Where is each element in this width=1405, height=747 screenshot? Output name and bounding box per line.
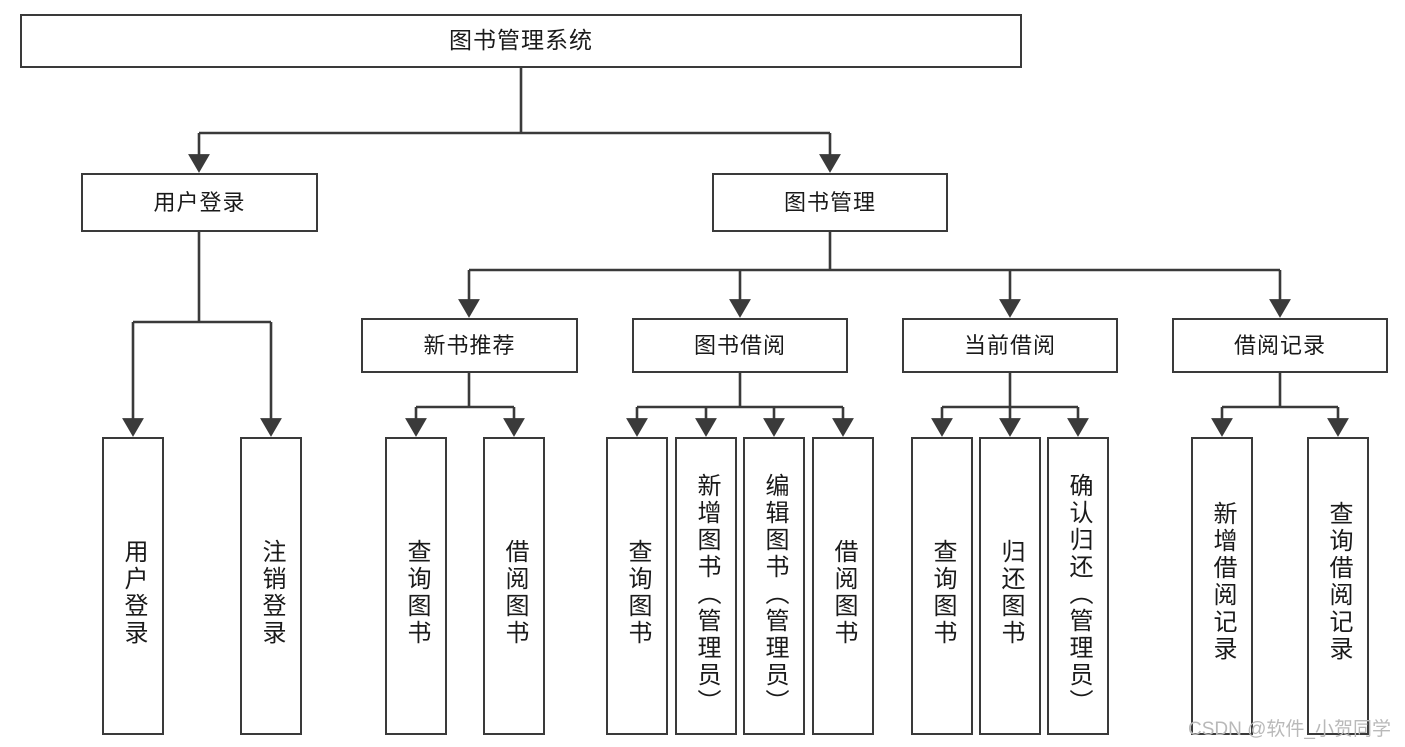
- node-label: 查询图书: [929, 539, 956, 647]
- node-label: 编辑图书（管理员）: [761, 473, 788, 716]
- leaf-query-borrow-record[interactable]: 查询借阅记录: [1307, 437, 1369, 735]
- node-book-borrow[interactable]: 图书借阅: [632, 318, 848, 373]
- leaf-logout[interactable]: 注销登录: [240, 437, 302, 735]
- node-label: 查询图书: [624, 539, 651, 647]
- node-label: 用户登录: [120, 539, 147, 647]
- node-label: 查询图书: [403, 539, 430, 647]
- node-label: 确认归还（管理员）: [1065, 473, 1092, 716]
- leaf-add-borrow-record[interactable]: 新增借阅记录: [1191, 437, 1253, 735]
- node-label: 当前借阅: [963, 332, 1056, 358]
- node-label: 图书管理: [783, 189, 876, 215]
- leaf-add-book[interactable]: 新增图书（管理员）: [675, 437, 737, 735]
- leaf-user-login[interactable]: 用户登录: [102, 437, 164, 735]
- node-borrow-record[interactable]: 借阅记录: [1172, 318, 1388, 373]
- node-current-borrow[interactable]: 当前借阅: [902, 318, 1118, 373]
- node-label: 图书管理系统: [449, 27, 593, 54]
- node-label: 新书推荐: [423, 332, 516, 358]
- leaf-query-book-current[interactable]: 查询图书: [911, 437, 973, 735]
- node-label: 借阅记录: [1233, 332, 1326, 358]
- leaf-confirm-return[interactable]: 确认归还（管理员）: [1047, 437, 1109, 735]
- leaf-return-book[interactable]: 归还图书: [979, 437, 1041, 735]
- leaf-borrow-book[interactable]: 借阅图书: [812, 437, 874, 735]
- node-label: 归还图书: [997, 539, 1024, 647]
- node-label: 查询借阅记录: [1325, 501, 1352, 663]
- node-label: 借阅图书: [501, 539, 528, 647]
- leaf-query-book-borrow[interactable]: 查询图书: [606, 437, 668, 735]
- node-root-system[interactable]: 图书管理系统: [20, 14, 1022, 68]
- leaf-query-book-recommend[interactable]: 查询图书: [385, 437, 447, 735]
- node-label: 新增图书（管理员）: [693, 473, 720, 716]
- node-new-book-recommend[interactable]: 新书推荐: [361, 318, 578, 373]
- node-label: 新增借阅记录: [1209, 501, 1236, 663]
- node-book-manage[interactable]: 图书管理: [712, 173, 948, 232]
- node-label: 借阅图书: [830, 539, 857, 647]
- node-label: 图书借阅: [693, 332, 786, 358]
- leaf-borrow-book-recommend[interactable]: 借阅图书: [483, 437, 545, 735]
- node-label: 用户登录: [153, 189, 246, 215]
- node-user-login[interactable]: 用户登录: [81, 173, 318, 232]
- leaf-edit-book[interactable]: 编辑图书（管理员）: [743, 437, 805, 735]
- node-label: 注销登录: [258, 539, 285, 647]
- watermark-text: CSDN @软件_小贺同学: [1188, 719, 1391, 740]
